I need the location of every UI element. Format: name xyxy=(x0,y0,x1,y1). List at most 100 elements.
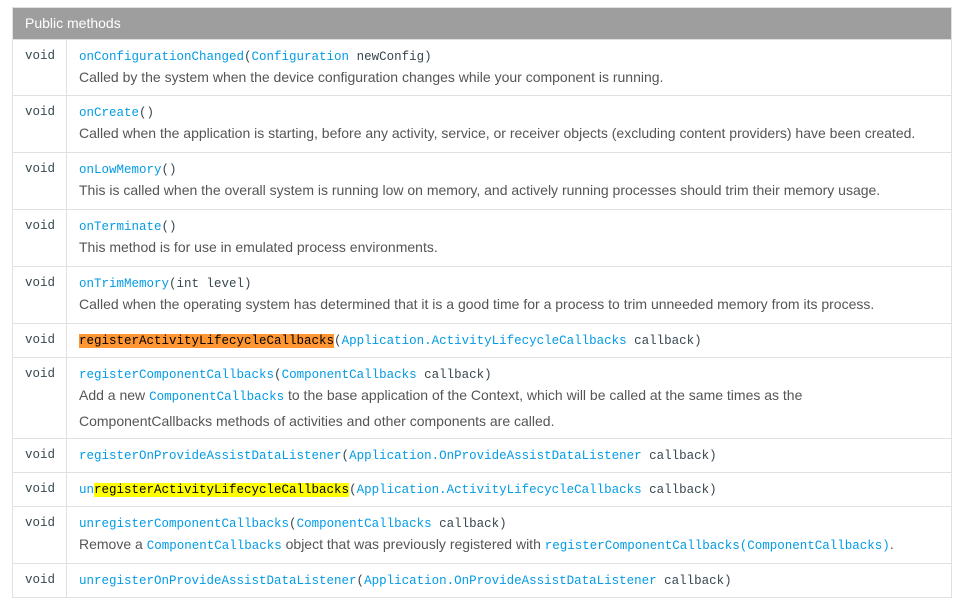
componentcallbacks-link[interactable]: ComponentCallbacks xyxy=(146,539,282,553)
method-cell: onTrimMemory(int level) Called when the … xyxy=(66,266,952,324)
param-name: newConfig xyxy=(349,50,425,64)
method-signature: registerComponentCallbacks(ComponentCall… xyxy=(79,367,939,383)
return-type: void xyxy=(12,209,67,267)
method-cell: onConfigurationChanged(Configuration new… xyxy=(66,39,952,96)
desc-text: to the base application of the Context, … xyxy=(79,387,803,429)
method-cell: registerOnProvideAssistDataListener(Appl… xyxy=(66,438,952,473)
method-signature: onLowMemory() xyxy=(79,162,939,178)
method-link-registercomponentcallbacks[interactable]: registerComponentCallbacks xyxy=(79,368,275,382)
return-type: void xyxy=(12,472,67,507)
method-signature: registerOnProvideAssistDataListener(Appl… xyxy=(79,448,939,464)
method-cell: registerComponentCallbacks(ComponentCall… xyxy=(66,357,952,439)
param-type-link[interactable]: Application.OnProvideAssistDataListener xyxy=(349,449,642,463)
paren-open: ( xyxy=(289,517,297,531)
return-type: void xyxy=(12,438,67,473)
method-link-unregisteronprovideassistdatalistener[interactable]: unregisterOnProvideAssistDataListener xyxy=(79,574,357,588)
param-type-link[interactable]: Application.OnProvideAssistDataListener xyxy=(364,574,657,588)
table-row: void onTrimMemory(int level) Called when… xyxy=(12,266,952,324)
paren-open: ( xyxy=(341,449,350,463)
method-link-unregistercomponentcallbacks[interactable]: unregisterComponentCallbacks xyxy=(79,517,290,531)
param-type-link[interactable]: ComponentCallbacks xyxy=(281,368,417,382)
paren-close: ) xyxy=(709,449,717,463)
param-type-link[interactable]: Application.ActivityLifecycleCallbacks xyxy=(341,334,627,348)
method-prefix: un xyxy=(79,483,95,497)
return-type: void xyxy=(12,152,67,210)
table-row: void registerOnProvideAssistDataListener… xyxy=(12,438,952,473)
method-cell: registerActivityLifecycleCallbacks(Appli… xyxy=(66,323,952,358)
method-description: This is called when the overall system i… xyxy=(79,182,881,198)
componentcallbacks-link[interactable]: ComponentCallbacks xyxy=(149,390,285,404)
paren-open: ( xyxy=(349,483,357,497)
param-type-link[interactable]: Application.ActivityLifecycleCallbacks xyxy=(356,483,642,497)
paren-open: ( xyxy=(356,574,365,588)
method-link-onconfigurationchanged[interactable]: onConfigurationChanged xyxy=(79,50,245,64)
method-description: Add a new ComponentCallbacks to the base… xyxy=(79,383,939,433)
param-name: callback xyxy=(641,483,710,497)
method-signature: unregisterActivityLifecycleCallbacks(App… xyxy=(79,482,939,498)
paren-close: ) xyxy=(709,483,717,497)
method-description: Called by the system when the device con… xyxy=(79,69,664,85)
method-cell: unregisterActivityLifecycleCallbacks(App… xyxy=(66,472,952,507)
paren-open: ( xyxy=(244,50,252,64)
param-name: callback xyxy=(431,517,500,531)
return-type: void xyxy=(12,357,67,439)
paren-close: ) xyxy=(499,517,507,531)
method-link-registeractivitylifecyclecallbacks[interactable]: registerActivityLifecycleCallbacks xyxy=(79,334,335,348)
method-signature: onConfigurationChanged(Configuration new… xyxy=(79,49,939,65)
table-row: void registerComponentCallbacks(Componen… xyxy=(12,357,952,439)
method-link-onlowmemory[interactable]: onLowMemory xyxy=(79,163,162,177)
method-link-oncreate[interactable]: onCreate xyxy=(79,106,140,120)
method-description: Called when the application is starting,… xyxy=(79,125,916,141)
paren-close: ) xyxy=(694,334,702,348)
method-signature: unregisterOnProvideAssistDataListener(Ap… xyxy=(79,573,939,589)
method-description: Remove a ComponentCallbacks object that … xyxy=(79,532,939,558)
section-title: Public methods xyxy=(12,7,952,40)
method-cell: onLowMemory() This is called when the ov… xyxy=(66,152,952,210)
param-type-link[interactable]: Configuration xyxy=(251,50,350,64)
registercomponentcallbacks-link[interactable]: registerComponentCallbacks(ComponentCall… xyxy=(544,539,890,553)
method-description: This method is for use in emulated proce… xyxy=(79,239,438,255)
method-cell: onTerminate() This method is for use in … xyxy=(66,209,952,267)
table-row: void unregisterOnProvideAssistDataListen… xyxy=(12,563,952,598)
return-type: void xyxy=(12,563,67,598)
return-type: void xyxy=(12,506,67,564)
method-description: Called when the operating system has det… xyxy=(79,296,875,312)
table-row: void onCreate() Called when the applicat… xyxy=(12,95,952,153)
paren-open: ( xyxy=(274,368,282,382)
paren-close: ) xyxy=(424,50,432,64)
param-name: callback xyxy=(626,334,695,348)
return-type: void xyxy=(12,39,67,96)
method-signature: onTerminate() xyxy=(79,219,939,235)
paren-close: ) xyxy=(484,368,492,382)
params: (int level) xyxy=(169,277,252,291)
table-row: void unregisterComponentCallbacks(Compon… xyxy=(12,506,952,564)
parens: () xyxy=(139,106,155,120)
return-type: void xyxy=(12,95,67,153)
method-link-unregisteractivitylifecyclecallbacks[interactable]: unregisterActivityLifecycleCallbacks xyxy=(79,483,350,497)
table-row: void registerActivityLifecycleCallbacks(… xyxy=(12,323,952,358)
method-cell: unregisterComponentCallbacks(ComponentCa… xyxy=(66,506,952,564)
desc-text: Add a new xyxy=(79,387,150,403)
method-link-onterminate[interactable]: onTerminate xyxy=(79,220,162,234)
return-type: void xyxy=(12,323,67,358)
return-type: void xyxy=(12,266,67,324)
desc-text: object that was previously registered wi… xyxy=(281,536,545,552)
paren-open: ( xyxy=(334,334,342,348)
table-row: void onTerminate() This method is for us… xyxy=(12,209,952,267)
method-link-registeronprovideassistdatalistener[interactable]: registerOnProvideAssistDataListener xyxy=(79,449,342,463)
method-signature: registerActivityLifecycleCallbacks(Appli… xyxy=(79,333,939,349)
param-name: callback xyxy=(641,449,710,463)
param-type-link[interactable]: ComponentCallbacks xyxy=(296,517,432,531)
table-row: void unregisterActivityLifecycleCallback… xyxy=(12,472,952,507)
desc-text: Remove a xyxy=(79,536,147,552)
method-cell: onCreate() Called when the application i… xyxy=(66,95,952,153)
parens: () xyxy=(161,163,177,177)
paren-close: ) xyxy=(724,574,732,588)
parens: () xyxy=(161,220,177,234)
table-row: void onConfigurationChanged(Configuratio… xyxy=(12,39,952,96)
method-cell: unregisterOnProvideAssistDataListener(Ap… xyxy=(66,563,952,598)
method-link-ontrimmemory[interactable]: onTrimMemory xyxy=(79,277,170,291)
desc-text: . xyxy=(889,536,894,552)
param-name: callback xyxy=(416,368,485,382)
public-methods-table: Public methods void onConfigurationChang… xyxy=(12,7,952,598)
